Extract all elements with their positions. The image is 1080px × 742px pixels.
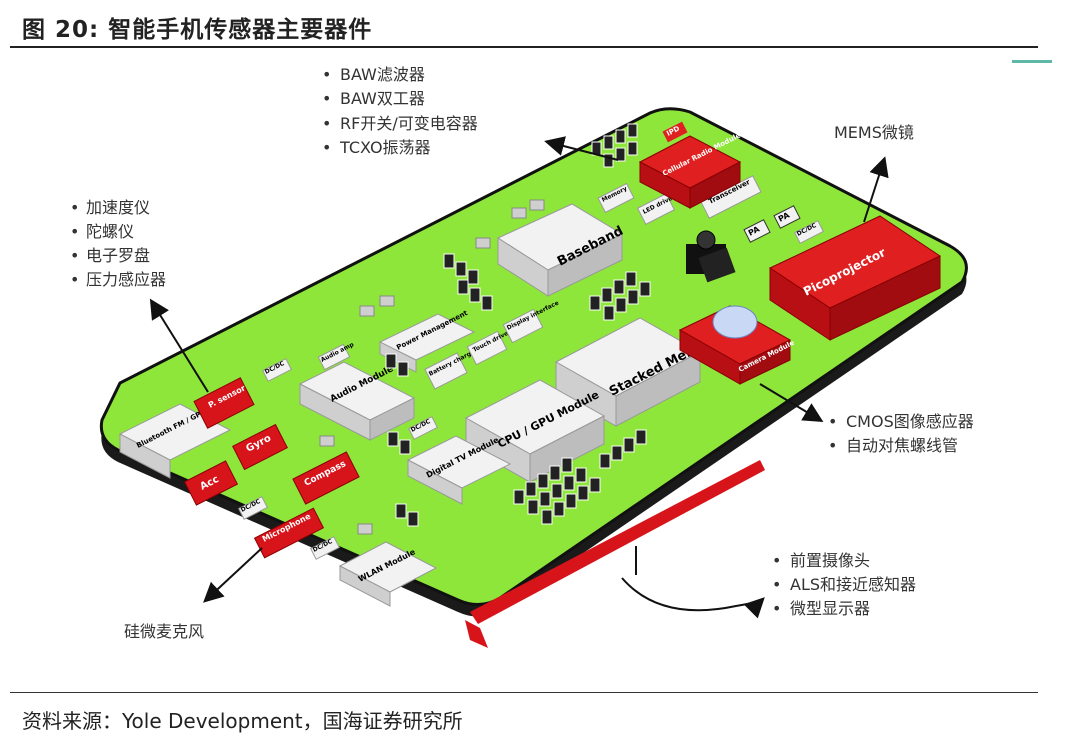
rf-item-4: TCXO振荡器	[339, 138, 431, 157]
motion-item-4: 压力感应器	[86, 270, 166, 289]
svg-text:•: •	[772, 551, 781, 570]
rf-item-1: BAW滤波器	[340, 65, 425, 84]
svg-text:•: •	[70, 198, 79, 217]
source-rule	[10, 692, 1038, 693]
figure-title: 图 20: 智能手机传感器主要器件	[22, 17, 373, 43]
cmos-item-1: CMOS图像感应器	[846, 412, 974, 431]
svg-text:•: •	[322, 114, 331, 133]
decorative-mark	[1012, 60, 1052, 63]
svg-text:•: •	[828, 412, 837, 431]
source-note: 资料来源：Yole Development，国海证券研究所	[22, 709, 463, 733]
led-flash	[686, 230, 736, 283]
svg-text:•: •	[772, 575, 781, 594]
front-item-3: 微型显示器	[790, 599, 870, 618]
callout-cmos: • CMOS图像感应器 • 自动对焦螺线管	[828, 412, 974, 455]
motion-item-3: 电子罗盘	[86, 246, 150, 265]
passive-components	[385, 123, 651, 527]
callout-arrows	[149, 136, 889, 619]
rf-item-2: BAW双工器	[340, 89, 425, 108]
svg-text:•: •	[772, 599, 781, 618]
svg-text:•: •	[70, 222, 79, 241]
front-item-1: 前置摄像头	[790, 551, 870, 570]
svg-text:•: •	[322, 65, 331, 84]
svg-text:•: •	[322, 89, 331, 108]
motion-item-1: 加速度仪	[86, 198, 150, 217]
camera-lens	[712, 305, 758, 339]
edge-strip	[470, 460, 765, 624]
svg-text:•: •	[322, 138, 331, 157]
front-item-2: ALS和接近感知器	[790, 575, 916, 594]
svg-text:•: •	[70, 246, 79, 265]
callout-mic: 硅微麦克风	[124, 622, 204, 641]
pads	[319, 199, 545, 535]
callout-motion: • 加速度仪 • 陀螺仪 • 电子罗盘 • 压力感应器	[70, 198, 166, 289]
svg-text:•: •	[70, 270, 79, 289]
motion-item-2: 陀螺仪	[86, 222, 134, 241]
gray-chips: Baseband Stacked Memories CPU / GPU Modu…	[118, 175, 824, 607]
cmos-item-2: 自动对焦螺线管	[846, 436, 958, 455]
callout-rf: • BAW滤波器 • BAW双工器 • RF开关/可变电容器 • TCXO振荡器	[322, 65, 478, 157]
rf-item-3: RF开关/可变电容器	[340, 114, 478, 133]
callout-front: • 前置摄像头 • ALS和接近感知器 • 微型显示器	[772, 551, 916, 618]
svg-text:•: •	[828, 436, 837, 455]
title-rule	[10, 46, 1038, 48]
callout-mems: MEMS微镜	[834, 123, 914, 142]
red-chips: Cellular Radio Module IPD Picoprojector …	[183, 121, 942, 559]
